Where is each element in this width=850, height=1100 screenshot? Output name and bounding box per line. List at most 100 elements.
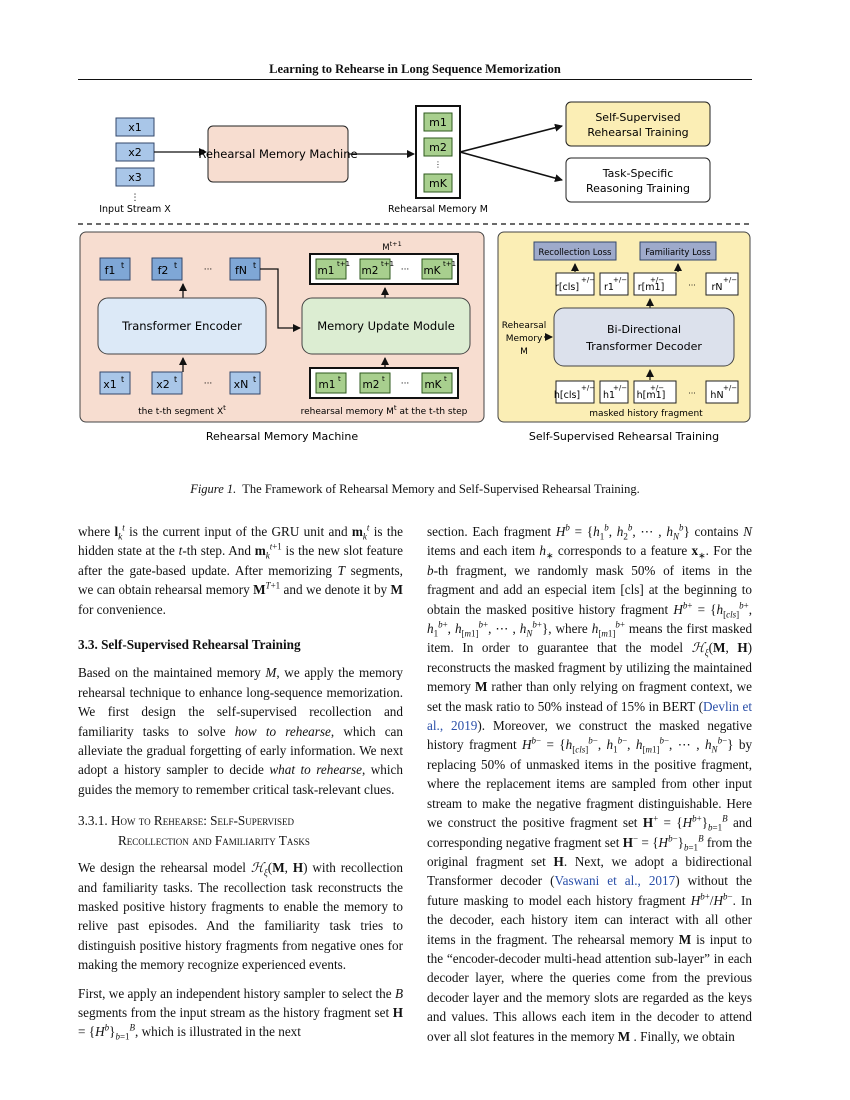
recollection-loss-box: Recollection Loss (533, 241, 617, 261)
feature-f2: f2 t (151, 257, 183, 281)
svg-text:+/−: +/− (613, 276, 627, 284)
svg-text:r1: r1 (604, 282, 614, 293)
svg-text:+/−: +/− (723, 384, 737, 392)
svg-text:m1: m1 (318, 265, 335, 277)
svg-text:Familiarity Loss: Familiarity Loss (645, 248, 711, 258)
svg-text:t+1: t+1 (337, 260, 350, 268)
memory-label: Rehearsal Memory M (388, 204, 488, 215)
svg-text:f1: f1 (105, 264, 116, 277)
svg-text:mK: mK (423, 265, 441, 277)
memory-bottom-stack: m1 t m2 t ··· mK t (309, 367, 459, 399)
right-panel-title: Self-Supervised Rehearsal Training (529, 430, 719, 443)
citation-link[interactable]: Devlin et al., 2019 (427, 698, 752, 734)
svg-text:Memory Update Module: Memory Update Module (317, 319, 455, 333)
left-column: where lkt is the current input of the GR… (78, 522, 403, 1042)
segment-xN: xN t (229, 371, 261, 395)
left-panel: f1 t f2 t ··· fN t Transformer Encoder x… (79, 231, 485, 443)
segment-caption: the t-th segment Xt (138, 404, 226, 417)
svg-text:Self-Supervised: Self-Supervised (595, 111, 680, 124)
segment-x2: x2 t (151, 371, 183, 395)
header-rule (78, 79, 752, 80)
framework-figure: x1 x2 x3 ⋮ Input Stream X Rehearsal Memo… (78, 101, 752, 443)
svg-text:+/−: +/− (723, 276, 737, 284)
output-r-m1: r[m1] +/− (633, 272, 677, 296)
svg-text:h[m1]: h[m1] (637, 390, 666, 401)
svg-text:t+1: t+1 (443, 260, 456, 268)
svg-text:t: t (174, 261, 177, 270)
svg-text:m1: m1 (319, 379, 336, 391)
svg-text:t+1: t+1 (381, 260, 394, 268)
bidirectional-decoder-box: Bi-Directional Transformer Decoder (553, 307, 735, 367)
paragraph: Based on the maintained memory M, we app… (78, 665, 404, 797)
output-r1: r1 +/− (599, 272, 629, 296)
svg-text:t: t (121, 375, 124, 384)
paragraph: where lkt is the current input of the GR… (78, 522, 404, 617)
svg-text:Memory: Memory (506, 334, 543, 344)
svg-text:hN: hN (710, 390, 723, 401)
feature-fN: fN t (229, 257, 261, 281)
svg-text:···: ··· (204, 379, 213, 389)
svg-text:···: ··· (401, 265, 410, 275)
svg-text:t: t (338, 375, 341, 383)
svg-text:+/−: +/− (581, 384, 595, 392)
svg-text:x1: x1 (128, 121, 142, 134)
svg-text:+/−: +/− (581, 276, 595, 284)
svg-text:+/−: +/− (650, 276, 664, 284)
input-hN: hN +/− (705, 380, 739, 404)
feature-ellipsis: ··· (204, 265, 213, 275)
memory-stack: m1 m2 ⋮ mK (415, 105, 461, 199)
input-x1-box: x1 (115, 117, 155, 137)
svg-text:+/−: +/− (613, 384, 627, 392)
figure-caption: Figure 1. The Framework of Rehearsal Mem… (190, 482, 640, 496)
svg-text:Reasoning Training: Reasoning Training (586, 182, 690, 195)
svg-text:fN: fN (235, 264, 247, 277)
section-heading: 3.3. Self-Supervised Rehearsal Training (78, 637, 301, 653)
svg-text:Bi-Directional: Bi-Directional (607, 323, 681, 336)
familiarity-loss-box: Familiarity Loss (639, 241, 717, 261)
svg-text:mK: mK (424, 379, 442, 391)
memory-top-stack: m1 t+1 m2 t+1 ··· mK t+1 (309, 253, 459, 285)
svg-text:h[cls]: h[cls] (554, 390, 580, 401)
memory-update-module-box: Memory Update Module (301, 297, 471, 355)
input-h1: h1 +/− (599, 380, 629, 404)
svg-text:···: ··· (688, 281, 696, 290)
output-rN: rN +/− (705, 272, 739, 296)
input-h-cls: h[cls] +/− (554, 380, 595, 404)
ssrt-box: Self-Supervised Rehearsal Training (565, 101, 711, 147)
svg-text:···: ··· (688, 389, 696, 398)
svg-text:m1: m1 (429, 116, 447, 129)
transformer-encoder-box: Transformer Encoder (97, 297, 267, 355)
input-x3-box: x3 (115, 167, 155, 187)
segment-x1: x1 t (99, 371, 131, 395)
feature-f1: f1 t (99, 257, 131, 281)
rehearsal-memory-input-label: Rehearsal Memory M (502, 321, 547, 357)
fragment-caption: masked history fragment (589, 409, 703, 419)
svg-text:x2: x2 (156, 378, 170, 391)
svg-text:t: t (444, 375, 447, 383)
svg-text:x2: x2 (128, 146, 142, 159)
svg-text:x3: x3 (128, 171, 142, 184)
svg-text:Transformer Encoder: Transformer Encoder (121, 319, 242, 333)
svg-text:m2: m2 (429, 141, 447, 154)
input-x2-box: x2 (115, 142, 155, 162)
input-vdots: ⋮ (131, 193, 140, 203)
svg-text:Rehearsal: Rehearsal (502, 321, 547, 331)
memory-caption: rehearsal memory Mt at the t-th step (301, 404, 468, 417)
top-overview: x1 x2 x3 ⋮ Input Stream X Rehearsal Memo… (99, 101, 711, 215)
left-panel-title: Rehearsal Memory Machine (206, 430, 358, 443)
svg-text:t: t (382, 375, 385, 383)
svg-text:r[cls]: r[cls] (555, 282, 579, 293)
svg-text:+/−: +/− (650, 384, 664, 392)
right-column: section. Each fragment Hb = {h1b, h2b, ⋯… (427, 522, 752, 1046)
svg-text:f2: f2 (158, 264, 169, 277)
svg-text:m2: m2 (363, 379, 380, 391)
svg-text:x1: x1 (103, 378, 117, 391)
mem-top-label: Mt+1 (382, 240, 401, 253)
svg-text:Transformer Decoder: Transformer Decoder (585, 340, 702, 353)
rehearsal-memory-machine-box: Rehearsal Memory Machine (198, 125, 358, 183)
paragraph: We design the rehearsal model ℋξ(M, H) w… (78, 860, 403, 973)
citation-link[interactable]: Vaswani et al., 2017 (554, 873, 676, 889)
svg-text:Rehearsal Training: Rehearsal Training (587, 126, 688, 139)
svg-text:⋮: ⋮ (434, 160, 442, 169)
